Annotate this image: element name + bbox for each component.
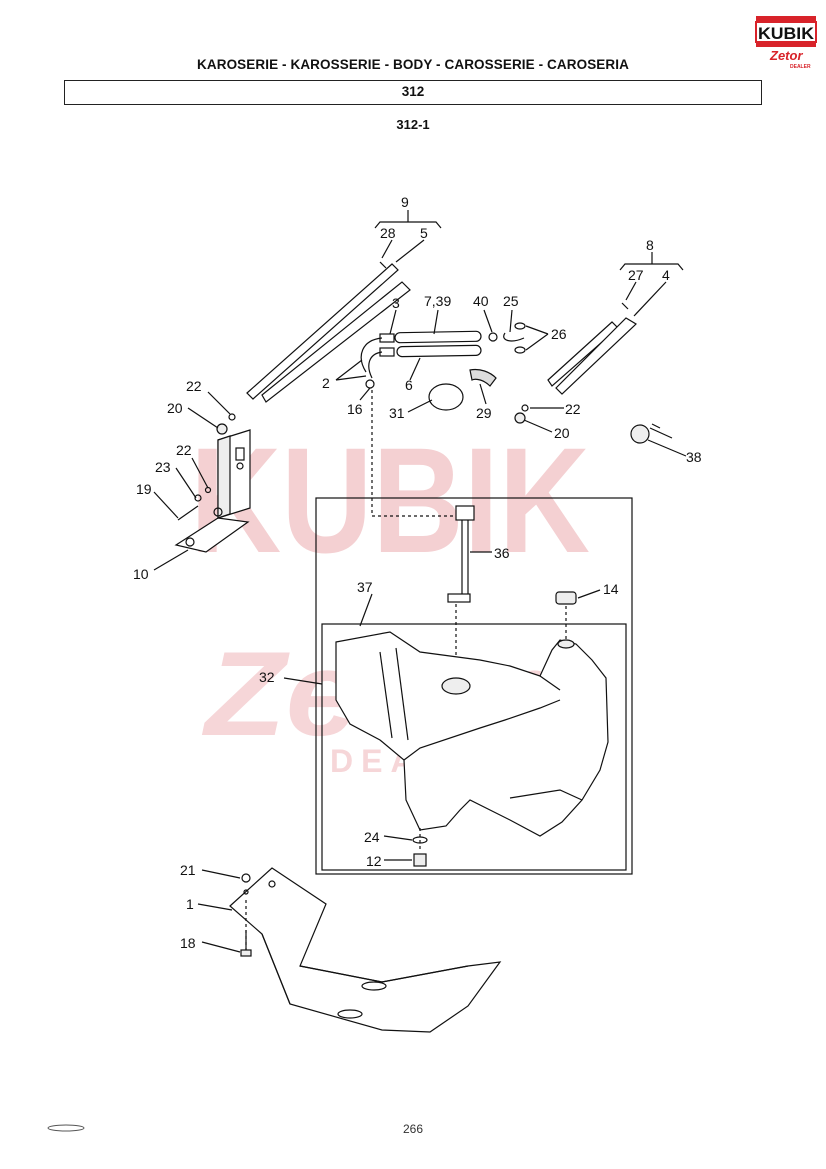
watermark-brand: KUBIK — [190, 416, 590, 584]
logo-brand: KUBIK — [758, 24, 815, 43]
callout-22-left: 22 — [186, 378, 202, 394]
callout-22-right: 22 — [565, 401, 581, 417]
callout-5: 5 — [420, 225, 428, 241]
callout-40: 40 — [473, 293, 489, 309]
callout-7-39: 7,39 — [424, 293, 451, 309]
callout-4: 4 — [662, 267, 670, 283]
callout-27: 27 — [628, 267, 644, 283]
callout-38: 38 — [686, 449, 702, 465]
callout-37: 37 — [357, 579, 373, 595]
callout-2: 2 — [322, 375, 330, 391]
callout-12: 12 — [366, 853, 382, 869]
callout-19: 19 — [136, 481, 152, 497]
callout-28: 28 — [380, 225, 396, 241]
callout-9: 9 — [401, 194, 409, 210]
callout-18: 18 — [180, 935, 196, 951]
callout-14: 14 — [603, 581, 619, 597]
callout-24: 24 — [364, 829, 380, 845]
callout-20-left: 20 — [167, 400, 183, 416]
callout-32: 32 — [259, 669, 275, 685]
logo-sub-brand: Zetor — [769, 48, 803, 63]
callout-3: 3 — [392, 295, 400, 311]
footer-mark-icon — [47, 1124, 85, 1132]
group-number-box: 312 — [64, 80, 762, 105]
callout-25: 25 — [503, 293, 519, 309]
callout-21: 21 — [180, 862, 196, 878]
callout-36: 36 — [494, 545, 510, 561]
callout-1: 1 — [186, 896, 194, 912]
callout-16: 16 — [347, 401, 363, 417]
callout-31: 31 — [389, 405, 405, 421]
logo-tagline: DEALER — [790, 64, 811, 70]
callout-labels: 9 28 5 8 27 4 3 7,39 40 25 26 2 6 16 31 … — [133, 194, 702, 951]
brand-logo: KUBIK Zetor DEALER — [755, 16, 817, 70]
page-number: 266 — [402, 1122, 424, 1136]
callout-6: 6 — [405, 377, 413, 393]
subgroup-number: 312-1 — [396, 117, 430, 132]
callout-20-right: 20 — [554, 425, 570, 441]
callout-29: 29 — [476, 405, 492, 421]
callout-26: 26 — [551, 326, 567, 342]
callout-23: 23 — [155, 459, 171, 475]
callout-22-bracket: 22 — [176, 442, 192, 458]
callout-8: 8 — [646, 237, 654, 253]
callout-10: 10 — [133, 566, 149, 582]
header-title: KAROSERIE - KAROSSERIE - BODY - CAROSSER… — [197, 57, 629, 72]
